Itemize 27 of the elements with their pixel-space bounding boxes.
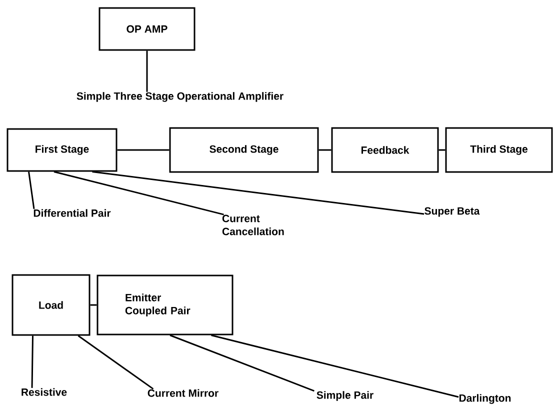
text-label: Current Cancellation: [222, 214, 284, 236]
text-label: Darlington: [459, 394, 511, 404]
text-label: Differential Pair: [34, 209, 111, 217]
connector-line: [78, 335, 154, 390]
connector-line: [117, 149, 170, 151]
process-box: Load: [12, 274, 90, 336]
connector-line: [170, 334, 314, 392]
connector-line: [28, 172, 35, 210]
connector-line: [54, 171, 224, 216]
connector-line: [211, 334, 459, 398]
connector-line: [438, 149, 446, 151]
process-box: Second Stage: [169, 127, 319, 173]
process-box: Feedback: [331, 127, 439, 173]
text-label: Simple Three Stage Operational Amplifier: [76, 92, 284, 102]
connector-line: [31, 336, 34, 388]
process-box: Third Stage: [445, 127, 553, 173]
text-label: Super Beta: [424, 207, 480, 217]
connector-line: [90, 304, 97, 306]
connector-line: [146, 50, 148, 92]
process-box: OP AMP: [98, 7, 196, 51]
connector-line: [318, 149, 332, 151]
process-box: First Stage: [6, 128, 118, 172]
connector-line: [92, 171, 424, 215]
text-label: Simple Pair: [316, 391, 374, 401]
process-box: Emitter Coupled Pair: [96, 274, 234, 336]
text-label: Resistive: [22, 388, 67, 396]
text-label: Current Mirror: [148, 389, 218, 397]
